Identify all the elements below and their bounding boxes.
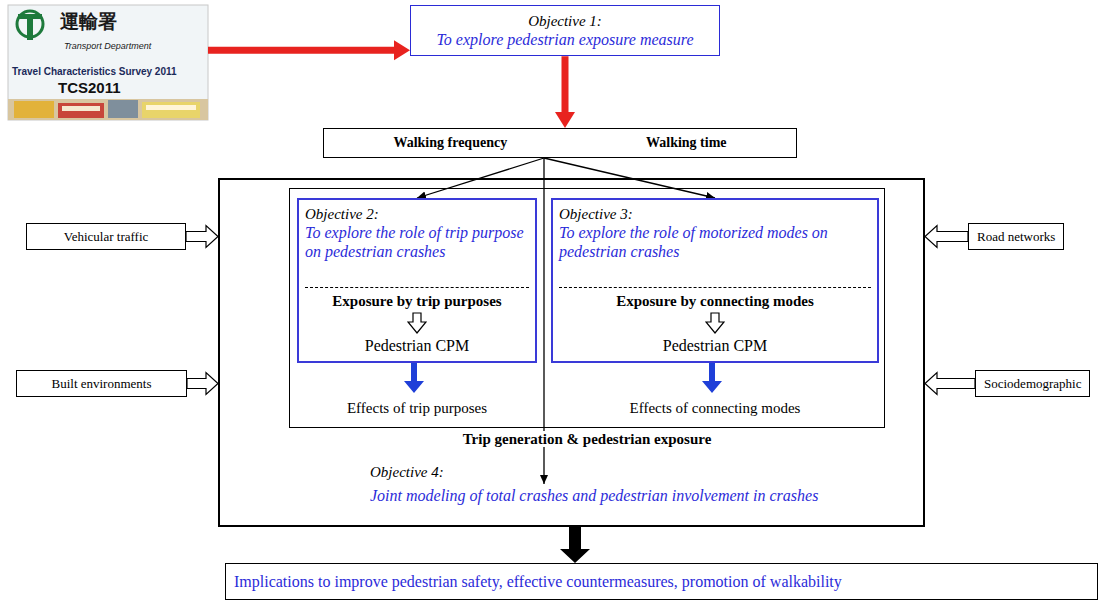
node-text: 運輸署 — [60, 10, 117, 32]
factor-box: Vehicular traffic — [26, 223, 186, 250]
text-holder: Effects of connecting modes — [551, 399, 879, 417]
text-holder: Objective 4: — [370, 463, 444, 481]
node-text: Effects of connecting modes — [630, 400, 801, 416]
result-arrow — [404, 362, 722, 393]
factor-box: Built environments — [16, 370, 187, 397]
node-text: Objective 4: — [370, 464, 444, 480]
node-text: Exposure by trip purposes — [332, 292, 501, 310]
node-text: To explore the role of motorized modes o… — [559, 223, 871, 261]
text-holder: 運輸署 — [60, 9, 117, 35]
logo-picture — [8, 5, 208, 120]
node-text: Pedestrian CPM — [663, 336, 767, 355]
node-text: TCS2011 — [58, 79, 121, 96]
node-text: Transport Department — [64, 41, 151, 51]
node-text: Sociodemographic — [984, 376, 1081, 392]
model-group-box: Effects of trip purposes Effects of conne… — [289, 188, 885, 428]
node-text: Effects of trip purposes — [347, 400, 487, 416]
node-text: Walking time — [646, 135, 727, 151]
factor-box: Sociodemographic — [975, 370, 1090, 397]
implication-box: Implications to improve pedestrian safet… — [225, 563, 1098, 600]
node-text: Implications to improve pedestrian safet… — [234, 573, 842, 591]
text-holder: Transport Department — [64, 35, 151, 53]
input-arrow — [187, 373, 218, 395]
node-text: Travel Characteristics Survey 2011 — [12, 66, 177, 77]
text-holder: Travel Characteristics Survey 2011 — [12, 61, 177, 79]
dashed-section: Exposure by connecting modesPedestrian C… — [559, 287, 871, 355]
node-text: Joint modeling of total crashes and pede… — [370, 487, 818, 504]
node-text: Objective 3: — [559, 205, 871, 223]
node-text: Vehicular traffic — [64, 229, 149, 245]
framework-box: Trip generation & pedestrian exposureObj… — [218, 178, 925, 527]
node-text: Walking frequency — [393, 135, 507, 151]
step-arrow — [705, 312, 725, 334]
measure-box: Walking frequency Walking time — [323, 128, 797, 158]
factor-box: Road networks — [968, 223, 1064, 250]
logo-box: 運輸署 Transport DepartmentTravel Characteri… — [8, 5, 208, 120]
node-text: Pedestrian CPM — [365, 336, 469, 355]
node-text: Exposure by connecting modes — [616, 292, 814, 310]
node-text: To explore pedestrian exposure measure — [421, 30, 709, 49]
node-text: Road networks — [977, 229, 1055, 245]
text-holder: TCS2011 — [58, 79, 121, 97]
text-holder: Trip generation & pedestrian exposure — [459, 430, 716, 448]
output-arrow — [560, 527, 590, 563]
main-arrow — [555, 56, 575, 128]
node-text: Built environments — [51, 376, 151, 392]
input-arrow — [186, 226, 218, 248]
text-holder: Effects of trip purposes — [297, 399, 537, 417]
step-arrow — [407, 312, 427, 334]
objective-box: Objective 3:To explore the role of motor… — [551, 198, 879, 363]
input-arrow — [925, 226, 968, 248]
input-arrow — [925, 373, 975, 395]
node-text: To explore the role of trip purpose on p… — [305, 223, 529, 261]
node-text: Objective 1: — [421, 12, 709, 30]
dashed-section: Exposure by trip purposesPedestrian CPM — [305, 287, 529, 355]
node-text: Objective 2: — [305, 205, 529, 223]
text-holder: Joint modeling of total crashes and pede… — [370, 486, 818, 505]
node-text: Trip generation & pedestrian exposure — [459, 431, 716, 447]
main-arrow — [208, 40, 410, 60]
objective-box: Objective 2:To explore the role of trip … — [297, 198, 537, 363]
objective-box: Objective 1:To explore pedestrian exposu… — [410, 5, 720, 56]
